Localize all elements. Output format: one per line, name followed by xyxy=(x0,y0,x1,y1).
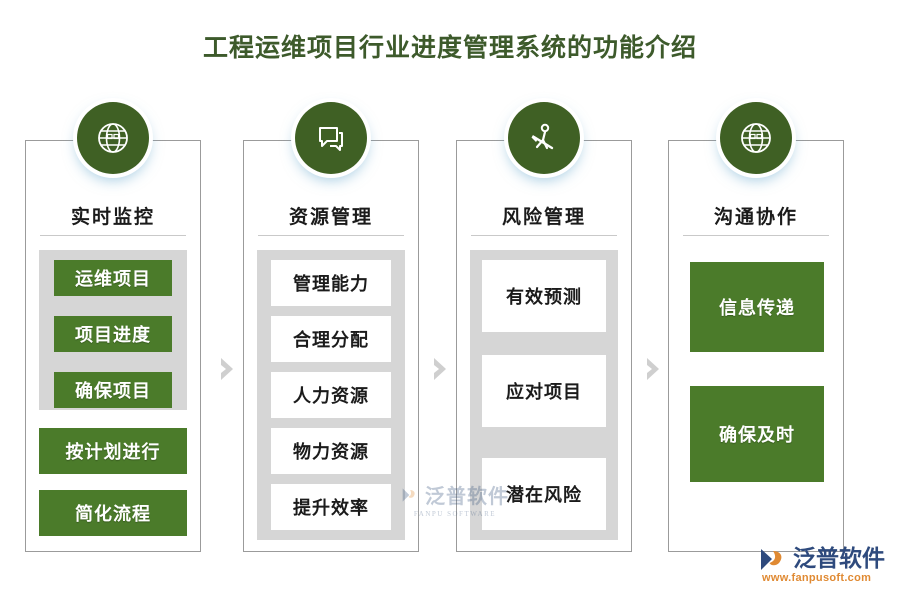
item-chip[interactable]: 确保项目 xyxy=(54,372,172,408)
column-resource-management[interactable]: 资源管理 管理能力 合理分配 人力资源 物力资源 提升效率 xyxy=(243,102,419,552)
flow-arrow-icon xyxy=(219,356,237,382)
item-chip[interactable]: 潜在风险 xyxy=(482,458,606,530)
item-chip[interactable]: 有效预测 xyxy=(482,260,606,332)
globe-icon xyxy=(741,123,771,153)
frame-top-right-segment xyxy=(360,140,418,141)
column-badge-globe-icon[interactable] xyxy=(720,102,792,174)
column-risk-management[interactable]: 风险管理 有效预测 应对项目 潜在风险 xyxy=(456,102,632,552)
frame-top-right-segment xyxy=(573,140,631,141)
logo-mark-icon xyxy=(761,549,782,570)
flow-arrow-icon xyxy=(645,356,663,382)
column-communication-collaboration[interactable]: 沟通协作 信息传递 确保及时 xyxy=(668,102,844,552)
heading-divider xyxy=(258,235,404,236)
heading-divider xyxy=(471,235,617,236)
frame-top-right-segment xyxy=(142,140,200,141)
worker-tool-icon xyxy=(531,123,554,150)
page-title: 工程运维项目行业进度管理系统的功能介绍 xyxy=(202,35,697,62)
column-heading: 沟通协作 xyxy=(713,207,798,228)
item-chip[interactable]: 项目进度 xyxy=(54,316,172,352)
item-chip[interactable]: 信息传递 xyxy=(690,262,824,352)
frame-top-left-segment xyxy=(26,140,84,141)
frame-top-left-segment xyxy=(244,140,302,141)
flow-arrow-icon xyxy=(432,356,450,382)
heading-divider xyxy=(40,235,186,236)
item-chip[interactable]: 管理能力 xyxy=(271,260,391,306)
chat-bubbles-icon xyxy=(319,127,343,151)
item-chip[interactable]: 确保及时 xyxy=(690,386,824,482)
item-chip[interactable]: 简化流程 xyxy=(39,490,187,536)
globe-icon xyxy=(98,123,128,153)
item-chip[interactable]: 人力资源 xyxy=(271,372,391,418)
frame-top-right-segment xyxy=(785,140,843,141)
item-chip[interactable]: 物力资源 xyxy=(271,428,391,474)
logo-url: www.fanpusoft.com xyxy=(762,572,872,584)
column-badge-worker-tool-icon[interactable] xyxy=(508,102,580,174)
column-realtime-monitoring[interactable]: 实时监控 运维项目 项目进度 确保项目 按计划进行 简化流程 xyxy=(25,102,201,552)
item-chip[interactable]: 应对项目 xyxy=(482,355,606,427)
item-chip[interactable]: 提升效率 xyxy=(271,484,391,530)
column-heading: 风险管理 xyxy=(501,207,586,228)
heading-divider xyxy=(683,235,829,236)
item-chip[interactable]: 运维项目 xyxy=(54,260,172,296)
frame-top-left-segment xyxy=(669,140,727,141)
diagram-board: 泛普软件 FANPU SOFTWARE 实时监控 运维项目 xyxy=(0,102,900,555)
column-badge-chat-bubbles-icon[interactable] xyxy=(295,102,367,174)
item-chip[interactable]: 合理分配 xyxy=(271,316,391,362)
column-heading: 实时监控 xyxy=(70,207,155,228)
column-heading: 资源管理 xyxy=(288,207,373,228)
frame-top-left-segment xyxy=(457,140,515,141)
column-badge-globe-icon[interactable] xyxy=(77,102,149,174)
logo-name: 泛普软件 xyxy=(793,546,885,571)
company-logo: 泛普软件 www.fanpusoft.com xyxy=(760,546,892,592)
item-chip[interactable]: 按计划进行 xyxy=(39,428,187,474)
